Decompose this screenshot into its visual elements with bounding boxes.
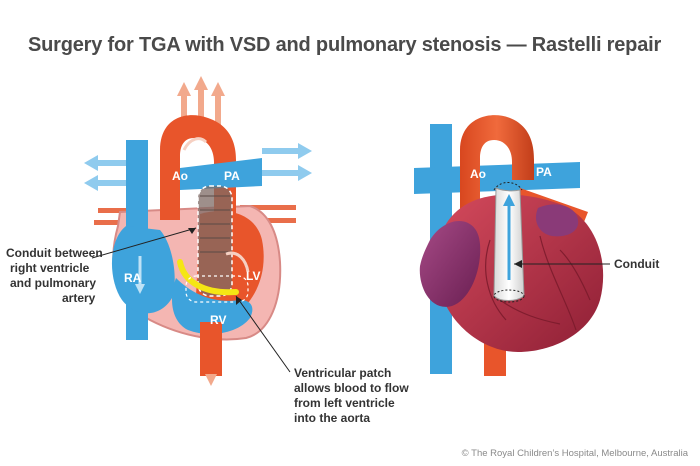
copyright-notice: © The Royal Children’s Hospital, Melbour… <box>461 448 688 459</box>
right-atrium <box>111 226 175 314</box>
conduit-graft <box>197 185 233 297</box>
callout-conduit-line2: right ventricle <box>10 261 90 275</box>
aorta-branch-arrows <box>177 76 225 130</box>
callout-patch-line4: into the aorta <box>294 411 371 425</box>
callout-patch: Ventricular patch allows blood to flow f… <box>294 366 409 426</box>
right-ventricle <box>172 278 253 334</box>
callout-conduit-right: Conduit <box>614 257 660 271</box>
page-title: Surgery for TGA with VSD and pulmonary s… <box>28 34 662 56</box>
callout-conduit-line1: Conduit between <box>6 246 103 260</box>
label-ao-right: Ao <box>470 167 486 181</box>
descending-aorta <box>200 322 222 376</box>
label-rv: RV <box>210 313 226 327</box>
callout-conduit-line3: and pulmonary <box>10 276 97 290</box>
right-heart-diagram: Ao PA <box>414 115 610 376</box>
callout-conduit-line4: artery <box>62 291 96 305</box>
label-ra: RA <box>124 271 142 285</box>
pulmonary-artery <box>180 158 262 190</box>
aorta-right <box>460 115 534 210</box>
label-ao-left: Ao <box>172 169 188 183</box>
leader-patch <box>235 295 291 373</box>
atrium-right <box>419 220 481 307</box>
label-pa-left: PA <box>224 169 240 183</box>
callout-patch-line1: Ventricular patch <box>294 366 392 380</box>
label-lv: LV <box>246 269 260 283</box>
pulmonary-artery-right <box>414 162 580 194</box>
ventricular-patch <box>177 259 239 296</box>
left-heart-diagram: Ao PA RA LV RV <box>84 76 312 386</box>
pa-branch-arrows <box>84 143 312 191</box>
callout-patch-line2: allows blood to flow <box>294 381 409 395</box>
leader-conduit-left <box>91 227 197 259</box>
callout-conduit-left: Conduit between right ventricle and pulm… <box>6 246 103 306</box>
label-pa-right: PA <box>536 165 552 179</box>
callout-patch-line3: from left ventricle <box>294 396 395 410</box>
